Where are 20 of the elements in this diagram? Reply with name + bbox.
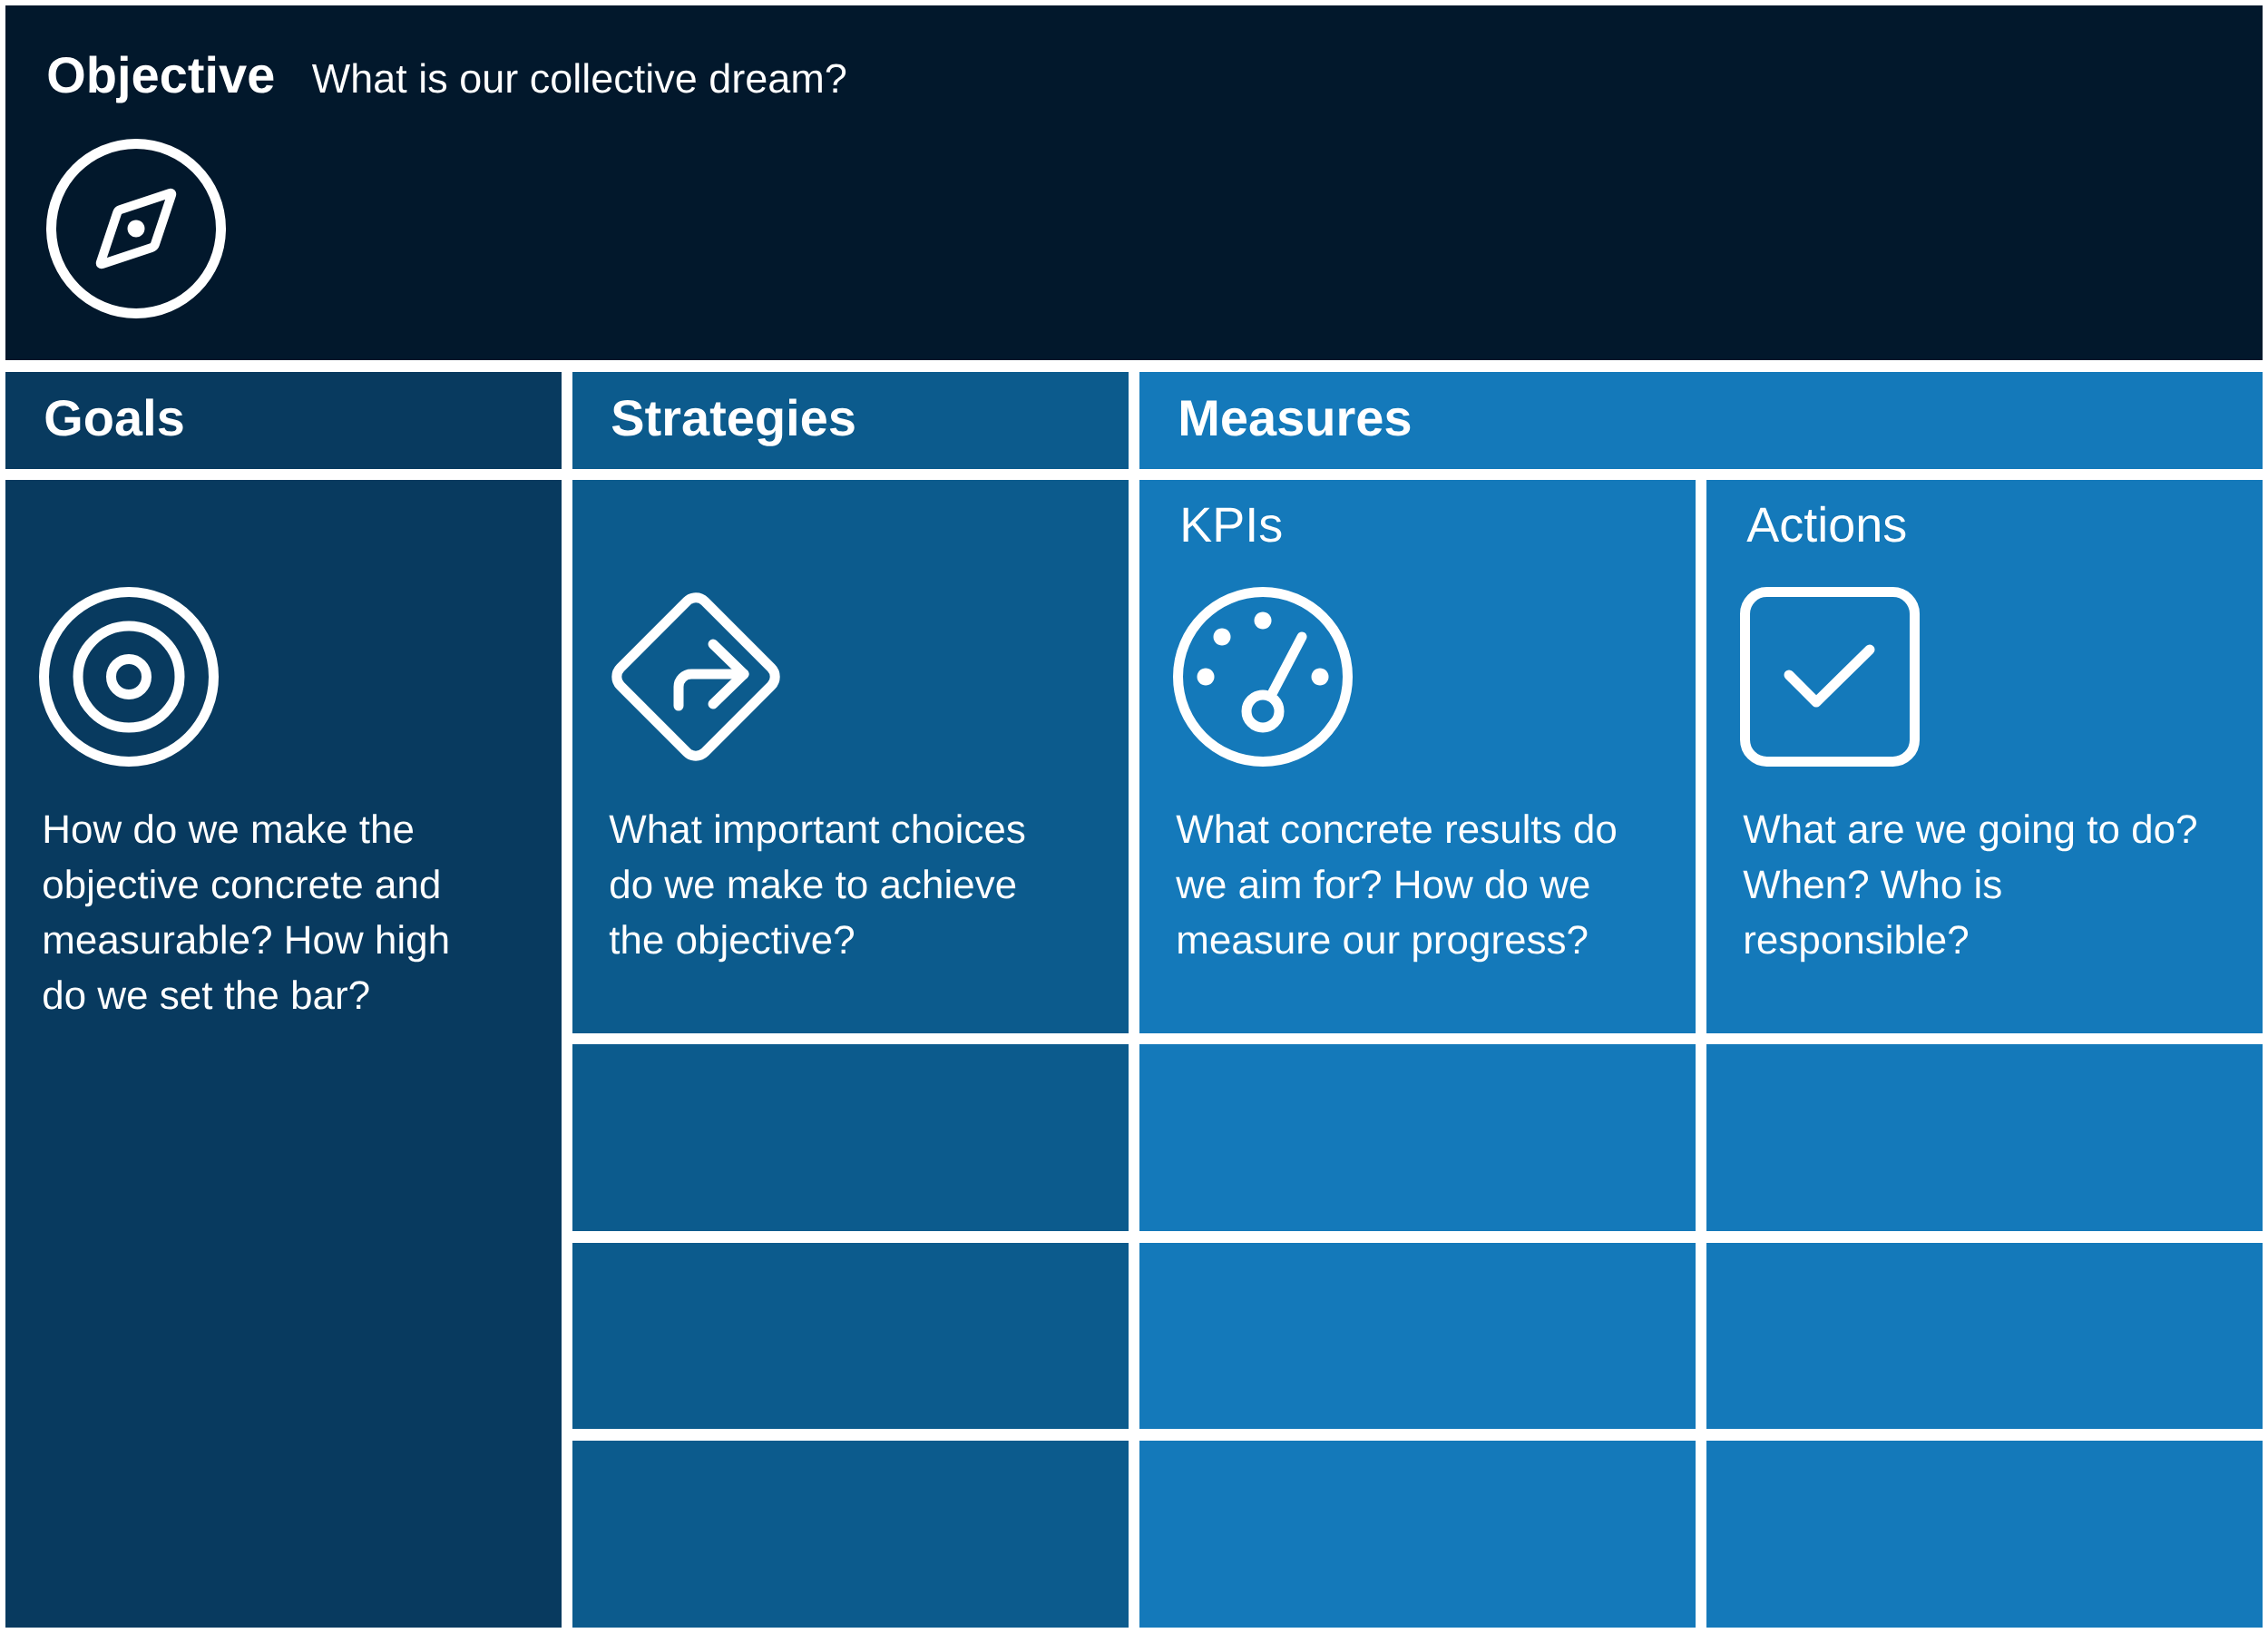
answer-box xyxy=(1706,1044,2263,1231)
column-header: Goals xyxy=(5,372,562,469)
section-heading: Objective xyxy=(48,55,274,103)
answer-box xyxy=(1139,1441,1696,1628)
question-text: How do we make the objective concrete and measurable? How high do we set the bar? xyxy=(44,814,448,1010)
answer-box xyxy=(572,1243,1129,1429)
section-heading: KPIs xyxy=(1183,507,1282,543)
answer-box xyxy=(1706,1441,2263,1628)
answer-box xyxy=(572,1044,1129,1231)
answer-box xyxy=(572,1441,1129,1628)
question-text: What important choices do we make to achieve the objective? xyxy=(609,814,1025,963)
column-header: Measures xyxy=(1139,372,2263,469)
section-heading: Actions xyxy=(1746,505,1906,543)
question-text: What is our collective dream? xyxy=(311,63,846,93)
question-text: What are we going to do? When? Who is responsible? xyxy=(1743,814,2196,963)
answer-box xyxy=(1139,1044,1696,1231)
column-header: Strategies xyxy=(572,372,1129,469)
question-text: What concrete results do we aim for? How do we measure our progress? xyxy=(1176,814,1616,963)
answer-box xyxy=(1139,1243,1696,1429)
answer-box xyxy=(1706,1243,2263,1429)
